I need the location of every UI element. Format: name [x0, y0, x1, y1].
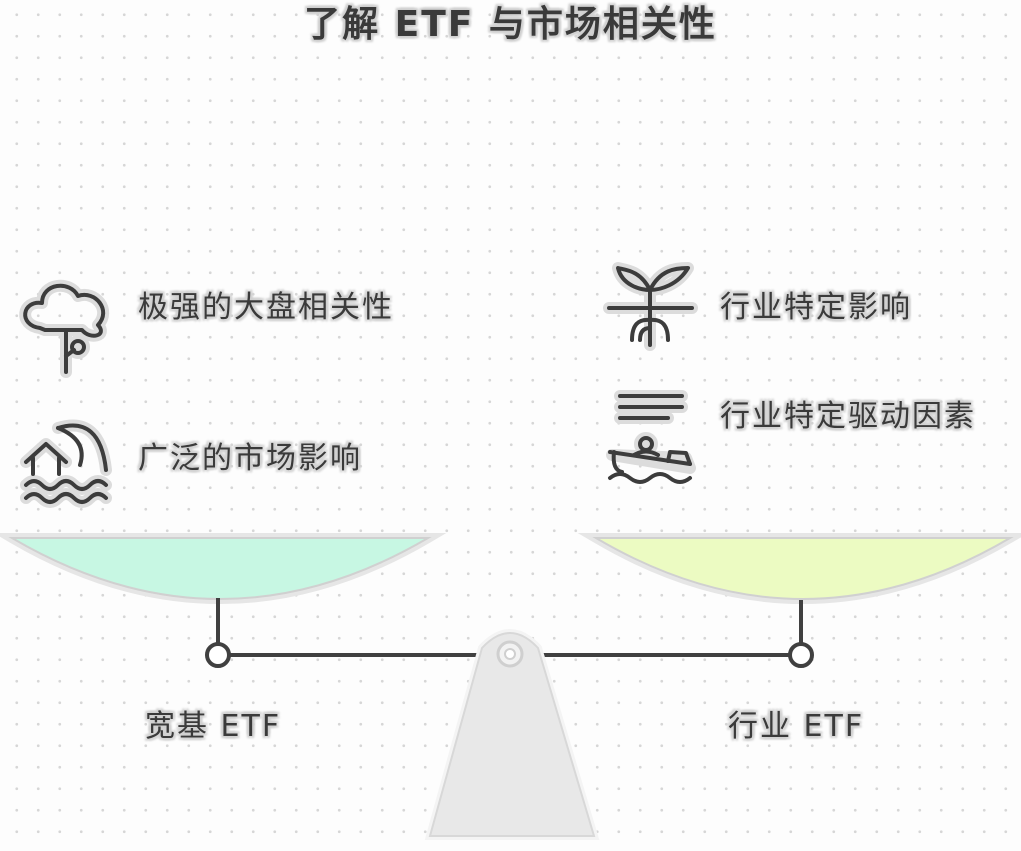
- boat-waves-icon: [606, 390, 696, 484]
- diagram-title: 了解 ETF 与市场相关性: [304, 4, 717, 45]
- left-item-text: 广泛的市场影响: [138, 441, 362, 476]
- right-pan: [577, 533, 1021, 604]
- tree-icon: [19, 279, 110, 378]
- left-pan-label: 宽基 ETF: [145, 709, 282, 744]
- tsunami-house-icon: [20, 419, 112, 508]
- fulcrum: [424, 629, 600, 840]
- right-item-text: 行业特定影响: [720, 290, 912, 325]
- right-pan-label: 行业 ETF: [728, 709, 865, 744]
- right-item-text: 行业特定驱动因素: [720, 399, 976, 434]
- left-pan: [0, 533, 447, 604]
- left-item-text: 极强的大盘相关性: [138, 290, 394, 325]
- sprout-roots-icon: [603, 262, 698, 351]
